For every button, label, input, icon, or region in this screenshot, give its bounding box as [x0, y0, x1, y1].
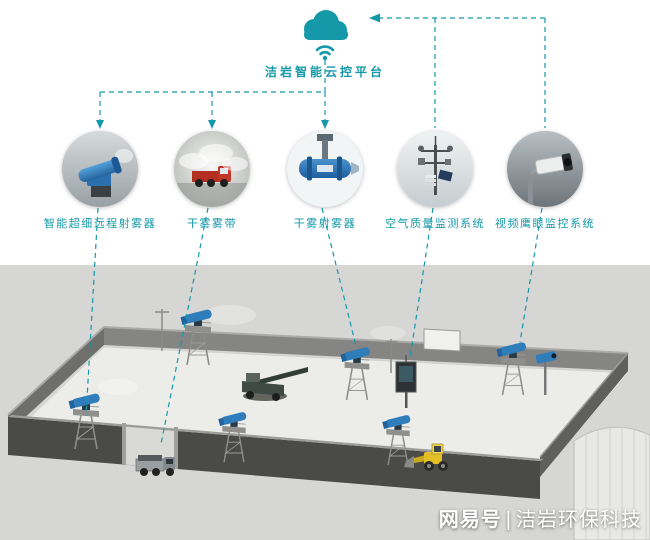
device-dry-fog-belt: 干雾雾带 — [174, 131, 250, 230]
device-label-video: 视频鹰眼监控系统 — [495, 218, 595, 230]
watermark-source: 网易号 — [438, 509, 502, 531]
cloud-platform-icon — [285, 4, 365, 62]
weather-station-icon — [418, 136, 453, 195]
cctv-camera-icon — [528, 153, 573, 207]
red-truck-icon — [192, 166, 231, 187]
fog-cloud-icon — [179, 144, 248, 171]
device-photo-fog-truck — [174, 131, 250, 207]
stacker-conveyor — [242, 367, 308, 401]
arrow-down-3 — [321, 120, 329, 129]
wall-front-cap — [8, 415, 544, 461]
device-label-fog-cannon: 智能超细远程射雾器 — [43, 218, 157, 230]
mist-puff — [115, 149, 133, 163]
cannon-pedestal — [91, 183, 111, 197]
back-gate — [423, 328, 461, 352]
wifi-icon — [315, 45, 335, 56]
device-smart-remote-fog-cannon: 智能超细远程射雾器 — [44, 131, 155, 230]
arrow-down-1 — [96, 120, 104, 129]
light-pole-2 — [385, 339, 397, 373]
device-video-eagle-eye: 视频鹰眼监控系统 — [495, 131, 594, 230]
device-dry-fog-sprayer: 干雾射雾器 — [287, 131, 363, 230]
dump-truck — [135, 455, 175, 476]
device-photo-weather-station — [397, 131, 473, 207]
gate-post-left — [122, 423, 126, 465]
device-air-quality-monitor: 空气质量监测系统 — [385, 131, 484, 230]
wheel-loader — [404, 443, 448, 471]
device-photo-fog-cannon — [62, 131, 138, 207]
cloud-icon — [304, 10, 348, 40]
wall-camera — [535, 351, 557, 395]
stockyard-3d-scene — [0, 265, 650, 540]
watermark: 网易号|洁岩环保科技 — [439, 503, 642, 532]
mount-stem — [322, 140, 328, 160]
platform-label: 洁岩智能云控平台 — [264, 65, 385, 79]
fog-cannon-icon — [78, 156, 122, 182]
device-photo-dry-fog-sprayer — [287, 131, 363, 207]
device-photo-camera — [507, 131, 583, 207]
wall-right — [540, 353, 628, 477]
wall-back-left — [8, 327, 104, 433]
mist-effects — [98, 305, 406, 395]
air-quality-panel — [395, 355, 417, 408]
arrow-down-2 — [208, 120, 216, 129]
sprayer-body-icon — [299, 156, 359, 181]
mount-plate — [317, 134, 333, 141]
watermark-divider: | — [505, 509, 512, 531]
arrow-left-cloud — [369, 13, 380, 23]
watermark-brand: 洁岩环保科技 — [516, 509, 642, 531]
gate-post-right — [174, 427, 178, 469]
